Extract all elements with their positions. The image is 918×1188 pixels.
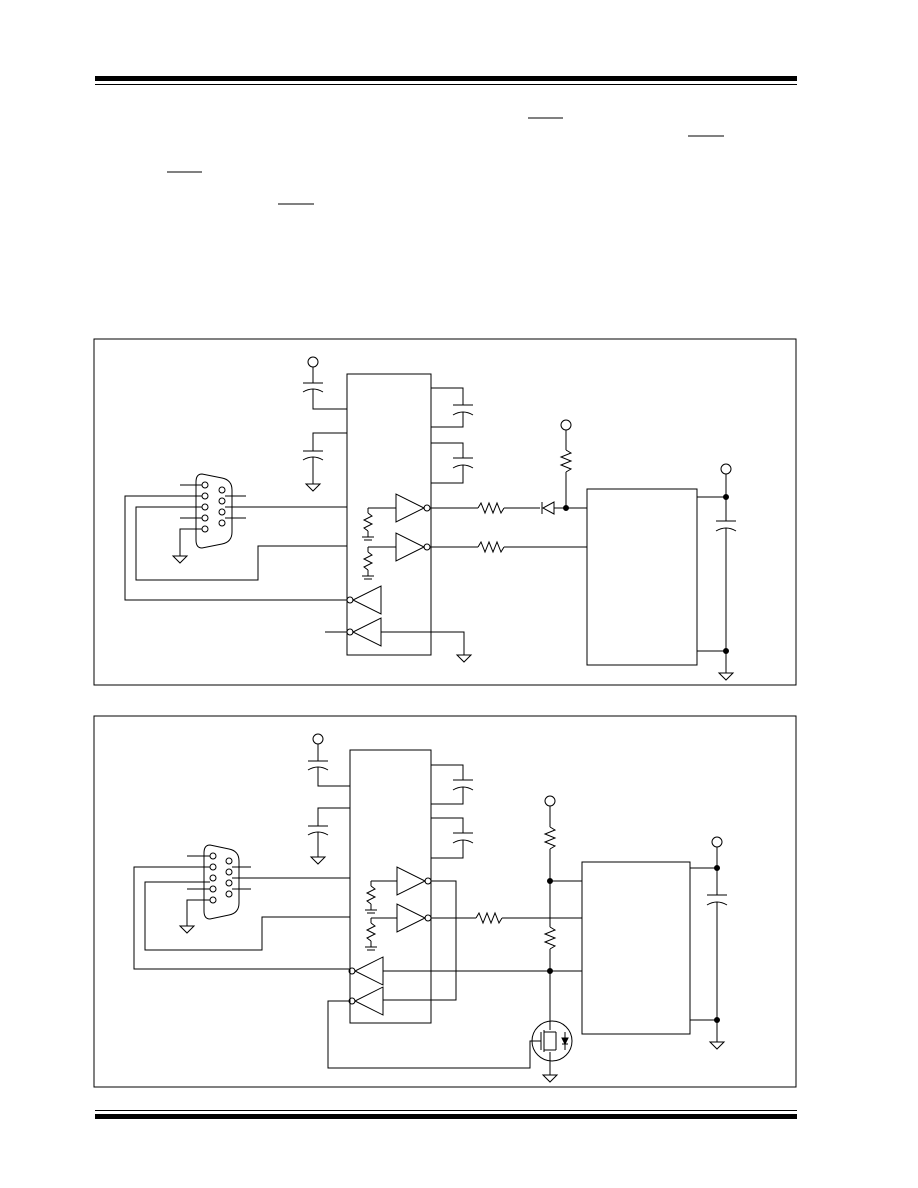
controller-block [582, 862, 690, 1034]
db9-connector [204, 845, 239, 919]
receiver-buffer [355, 987, 383, 1015]
ground-symbol [173, 556, 187, 563]
header-rule-thick [95, 76, 797, 81]
receiver-buffer [355, 957, 383, 985]
ground-symbol [543, 1075, 557, 1082]
ground-symbol [180, 926, 194, 933]
resistor [545, 927, 555, 949]
figure-1-frame [94, 339, 796, 685]
footer-rule-thick [95, 1114, 797, 1119]
controller-block [587, 489, 697, 665]
ground-symbol [311, 857, 325, 864]
receiver-buffer [353, 586, 381, 614]
db9-connector [196, 474, 232, 548]
resistor [561, 450, 571, 472]
transceiver-ic [350, 750, 431, 1023]
vdd-node-1 [313, 734, 323, 744]
resistor [478, 542, 504, 552]
resistor [545, 827, 555, 849]
vdd-node-3 [712, 837, 722, 847]
vdd-node-2 [545, 796, 555, 806]
resistor [367, 886, 375, 904]
driver-buffer [397, 904, 425, 932]
resistor [476, 913, 502, 923]
resistor [364, 552, 372, 570]
ground-symbol [457, 655, 471, 662]
ground-symbol [719, 673, 733, 680]
footer-rule-thin [95, 1110, 797, 1111]
resistor [478, 503, 504, 513]
figure-2-frame [94, 716, 796, 1087]
ground-symbol [710, 1042, 724, 1049]
ground-symbol [306, 484, 320, 491]
driver-buffer [397, 867, 425, 895]
resistor [364, 513, 372, 531]
header-rule-thin [95, 84, 797, 85]
resistor [367, 923, 375, 941]
transceiver-ic [347, 374, 431, 655]
